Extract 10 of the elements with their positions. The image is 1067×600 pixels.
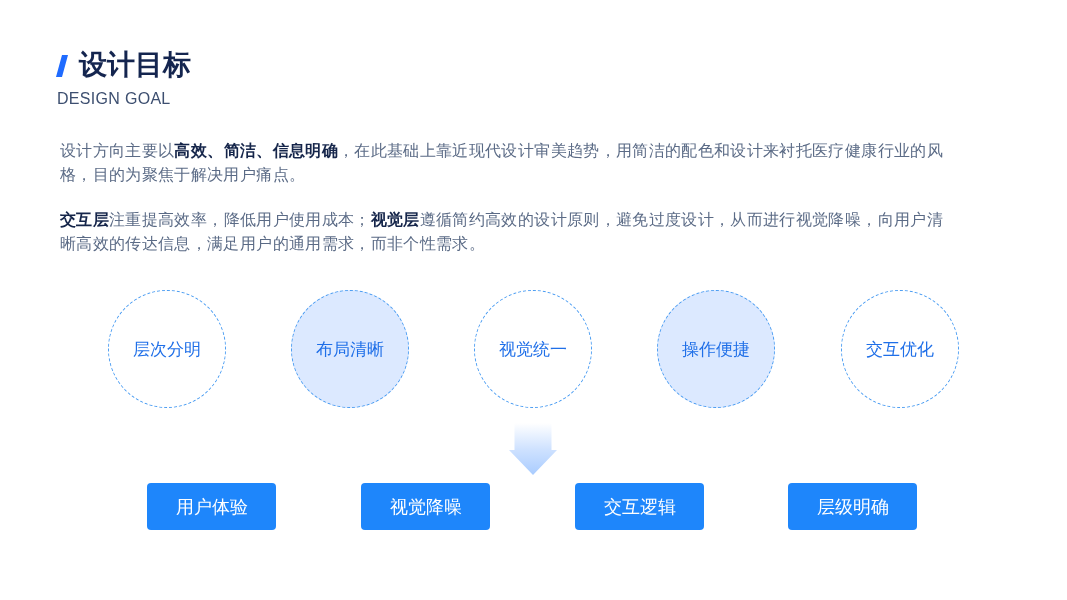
title: 设计目标: [79, 48, 191, 82]
dashed-circle: 布局清晰: [291, 290, 409, 408]
paragraph: 设计方向主要以高效、简洁、信息明确，在此基础上靠近现代设计审美趋势，用简洁的配色和设计来衬托医疗健康行业的风格，目的为聚焦于解决用户痛点。: [60, 141, 944, 185]
keyword-box: 交互逻辑: [575, 483, 704, 530]
paragraph: 交互层注重提高效率，降低用户使用成本；视觉层遵循简约高效的设计原则，避免过度设计，从而进行视觉降噪，向用户清晰高效的传达信息，满足用户的通用需求，而非个性需求。: [60, 210, 944, 254]
dashed-circle: 操作便捷: [657, 290, 775, 408]
keyword-box: 层级明确: [788, 483, 917, 530]
subtitle: DESIGN GOAL: [57, 89, 171, 109]
keyword-box: 视觉降噪: [361, 483, 490, 530]
keyword-box: 用户体验: [147, 483, 276, 530]
